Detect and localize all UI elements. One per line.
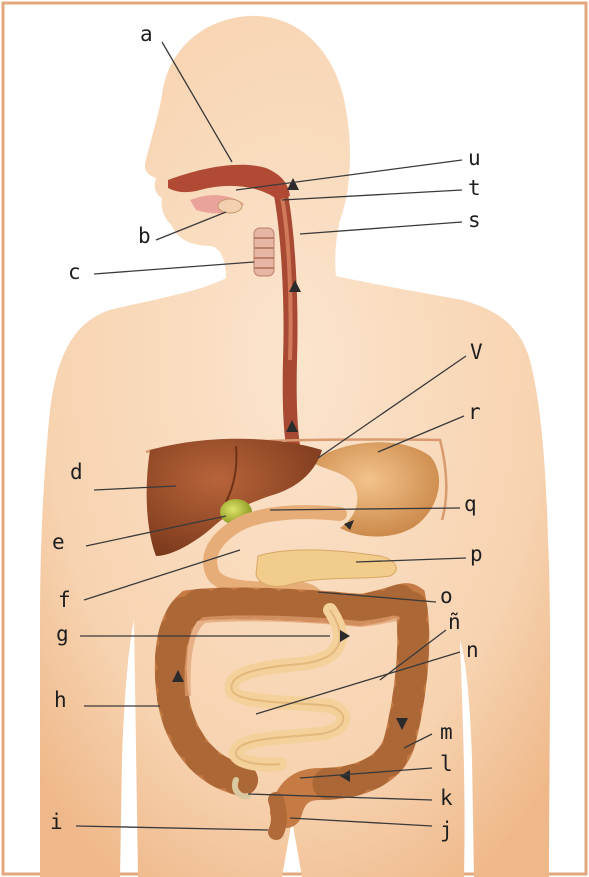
label-c: c — [68, 262, 81, 283]
label-a: a — [140, 24, 153, 45]
label-j: j — [440, 820, 453, 841]
label-d: d — [70, 462, 83, 483]
label-enye: ñ — [448, 612, 461, 633]
label-q: q — [464, 494, 477, 515]
label-u: u — [468, 148, 481, 169]
label-t: t — [468, 178, 481, 199]
label-V: V — [470, 342, 483, 363]
label-r: r — [468, 402, 481, 423]
label-g: g — [56, 624, 69, 645]
salivary-gland — [218, 199, 242, 213]
label-e: e — [52, 532, 65, 553]
label-m: m — [440, 722, 453, 743]
label-l: l — [440, 754, 453, 775]
rectum-shape — [276, 800, 279, 832]
label-s: s — [468, 210, 481, 231]
label-o: o — [440, 586, 453, 607]
label-h: h — [54, 690, 67, 711]
label-p: p — [470, 544, 483, 565]
label-k: k — [440, 788, 453, 809]
label-i: i — [50, 812, 63, 833]
label-n: n — [466, 640, 479, 661]
label-f: f — [58, 590, 71, 611]
label-b: b — [138, 226, 151, 247]
